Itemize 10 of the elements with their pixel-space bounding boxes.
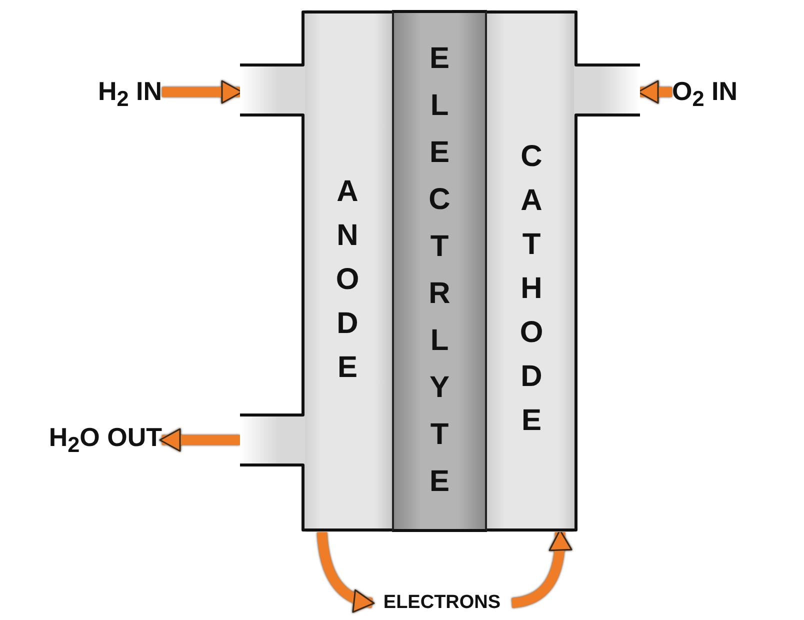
flow-label: ELECTRONS xyxy=(383,592,501,614)
flow-label: O$_{2}$ IN xyxy=(672,76,738,112)
flow-arrow xyxy=(317,532,375,612)
layer-label: ELECTRLYTE xyxy=(428,41,452,500)
flow-arrow xyxy=(159,428,240,452)
flow-label: H$_{2}$O OUT xyxy=(48,422,162,458)
electrode-label: ANODE xyxy=(334,174,360,386)
electrolyte-layer xyxy=(392,10,487,532)
electrode-label: CATHODE xyxy=(518,139,544,439)
flow-label: H$_{2}$ IN xyxy=(98,76,162,112)
